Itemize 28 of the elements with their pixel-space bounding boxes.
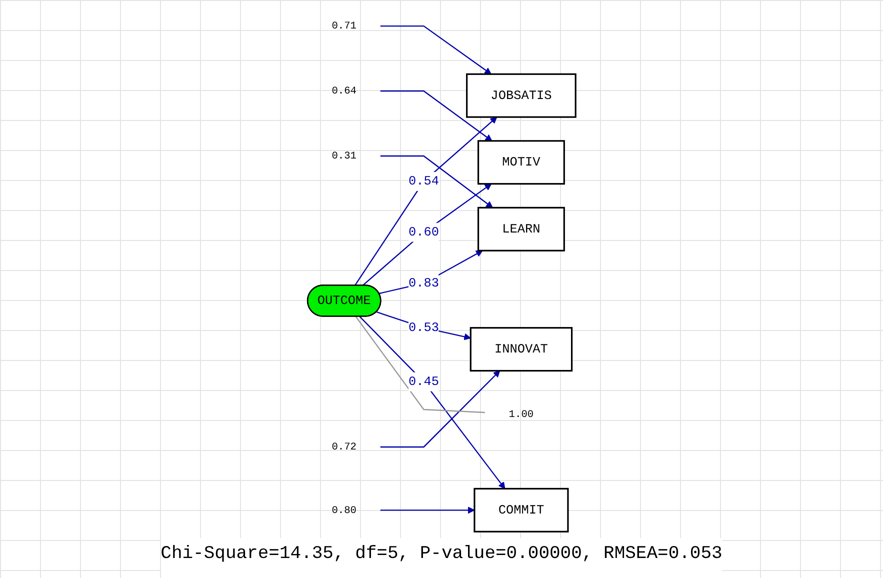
node-box: LEARN [477,206,565,252]
node-text: 1.00 [508,408,534,420]
node-box: JOBSATIS [466,73,576,118]
node-box: COMMIT [474,488,569,532]
arrow [380,155,493,208]
node-text: 0.80 [332,504,356,516]
node-text: 0.71 [332,20,356,32]
node-text: 0.64 [332,84,356,97]
arrow [380,370,500,448]
node-text: 0.31 [332,150,356,162]
edge-label: 0.45 [408,374,439,389]
fit-statistics-caption: Chi-Square=14.35, df=5, P-value=0.00000, RMSEA=0.053 [160,538,722,578]
arrow [380,90,492,142]
edge-label: 0.54 [408,174,439,189]
edge-label: 0.53 [408,320,439,335]
arrow [378,250,483,294]
node-text: 0.72 [332,440,356,453]
edge-label: 0.60 [408,225,439,240]
edge-label: 0.83 [408,276,439,290]
node-box: MOTIV [477,140,565,185]
arrow [359,316,506,490]
node-box: INNOVAT [470,327,572,372]
arrow [380,25,492,74]
arrow [354,116,498,286]
arrow [380,506,475,514]
arrow [362,184,492,286]
connector [355,316,485,414]
arrow [376,311,471,340]
